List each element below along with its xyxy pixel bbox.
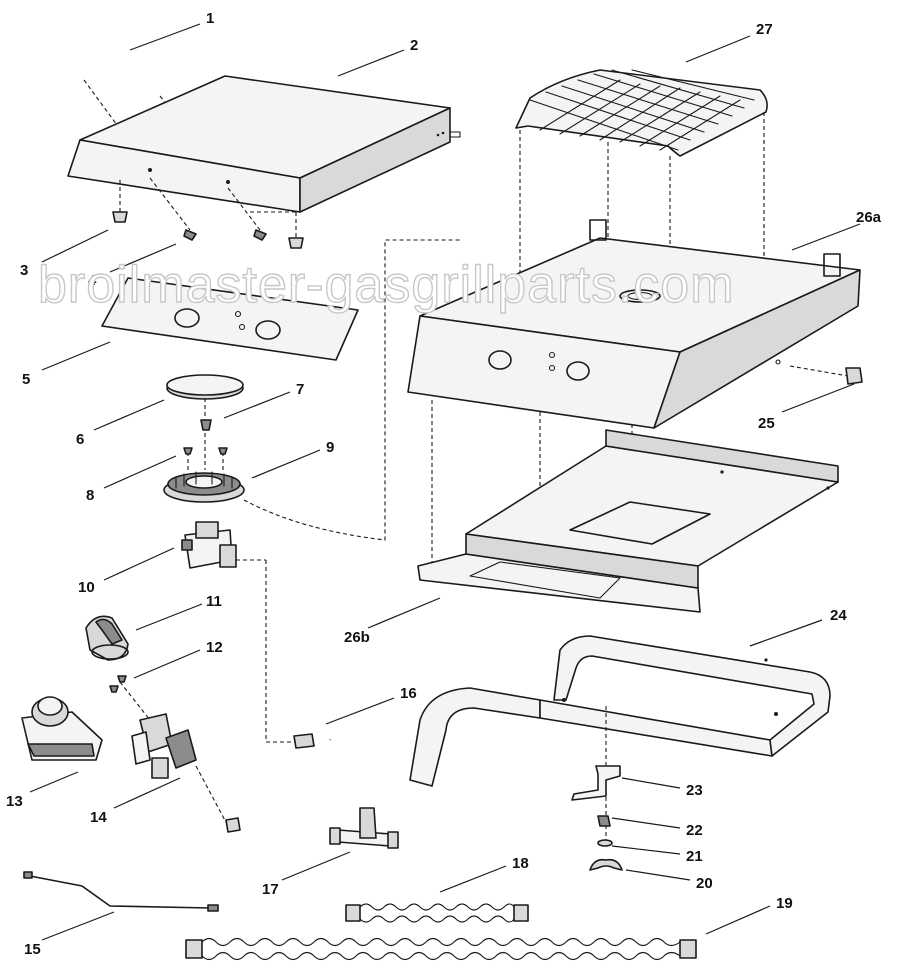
part-2-lid[interactable] (67, 75, 461, 213)
callout-8: 8 (86, 487, 94, 504)
part-16-gas-tube[interactable] (225, 733, 332, 833)
leader-lines (29, 23, 861, 941)
callout-24: 24 (830, 607, 847, 624)
callout-4: 4 (88, 272, 97, 289)
part-23-bracket[interactable] (571, 706, 621, 840)
part-24-stand-frame[interactable] (409, 635, 831, 787)
callout-26a: 26a (856, 209, 882, 226)
callout-19: 19 (776, 895, 793, 912)
part-18-short-hose[interactable] (345, 903, 529, 923)
part-7-orifice[interactable] (200, 419, 212, 431)
callout-21: 21 (686, 848, 703, 865)
part-12-screw[interactable] (109, 675, 151, 721)
part-17-tee-fitting[interactable] (329, 807, 399, 849)
callout-27: 27 (756, 21, 773, 38)
part-20-wing-nut[interactable] (589, 858, 623, 871)
part-27-cooking-grate[interactable] (515, 69, 768, 320)
part-9-burner[interactable] (163, 239, 460, 541)
callout-17: 17 (262, 881, 279, 898)
part-4-screw[interactable] (149, 177, 300, 241)
callout-16: 16 (400, 685, 417, 702)
callout-9: 9 (326, 439, 334, 456)
callout-20: 20 (696, 875, 713, 892)
callout-5: 5 (22, 371, 30, 388)
callout-10: 10 (78, 579, 95, 596)
part-15-wire[interactable] (23, 871, 219, 912)
part-3-foot[interactable] (112, 180, 304, 249)
part-6-burner-cap[interactable] (166, 374, 244, 470)
part-26b-bottom-tray[interactable] (417, 429, 839, 613)
callout-3: 3 (20, 262, 28, 279)
part-13-igniter[interactable] (21, 696, 103, 761)
callout-labels: 1 2 3 4 5 6 7 8 9 10 11 12 13 14 15 16 1… (6, 10, 882, 958)
callout-15: 15 (24, 941, 41, 958)
callout-18: 18 (512, 855, 529, 872)
callout-14: 14 (90, 809, 107, 826)
callout-23: 23 (686, 782, 703, 799)
callout-6: 6 (76, 431, 84, 448)
part-14-valve[interactable] (131, 713, 229, 827)
callout-7: 7 (296, 381, 304, 398)
part-5-control-panel[interactable] (101, 277, 359, 361)
part-25-bolt[interactable] (789, 365, 863, 385)
part-19-long-hose[interactable] (185, 937, 697, 961)
callout-12: 12 (206, 639, 223, 656)
part-10-valve-assembly[interactable] (181, 521, 296, 743)
callout-22: 22 (686, 822, 703, 839)
callout-11: 11 (206, 593, 222, 610)
callout-13: 13 (6, 793, 23, 810)
callout-26b: 26b (344, 629, 370, 646)
callout-1: 1 (206, 10, 214, 27)
callout-2: 2 (410, 37, 418, 54)
watermark-text: broilmaster-gasgrillparts.com (38, 256, 735, 314)
part-26a-grill-body[interactable] (407, 219, 861, 604)
part-22-lock-washer[interactable] (597, 815, 611, 827)
part-8-screw[interactable] (183, 447, 228, 472)
part-11-knob[interactable] (85, 615, 129, 661)
part-21-washer[interactable] (597, 839, 613, 847)
callout-25: 25 (758, 415, 775, 432)
